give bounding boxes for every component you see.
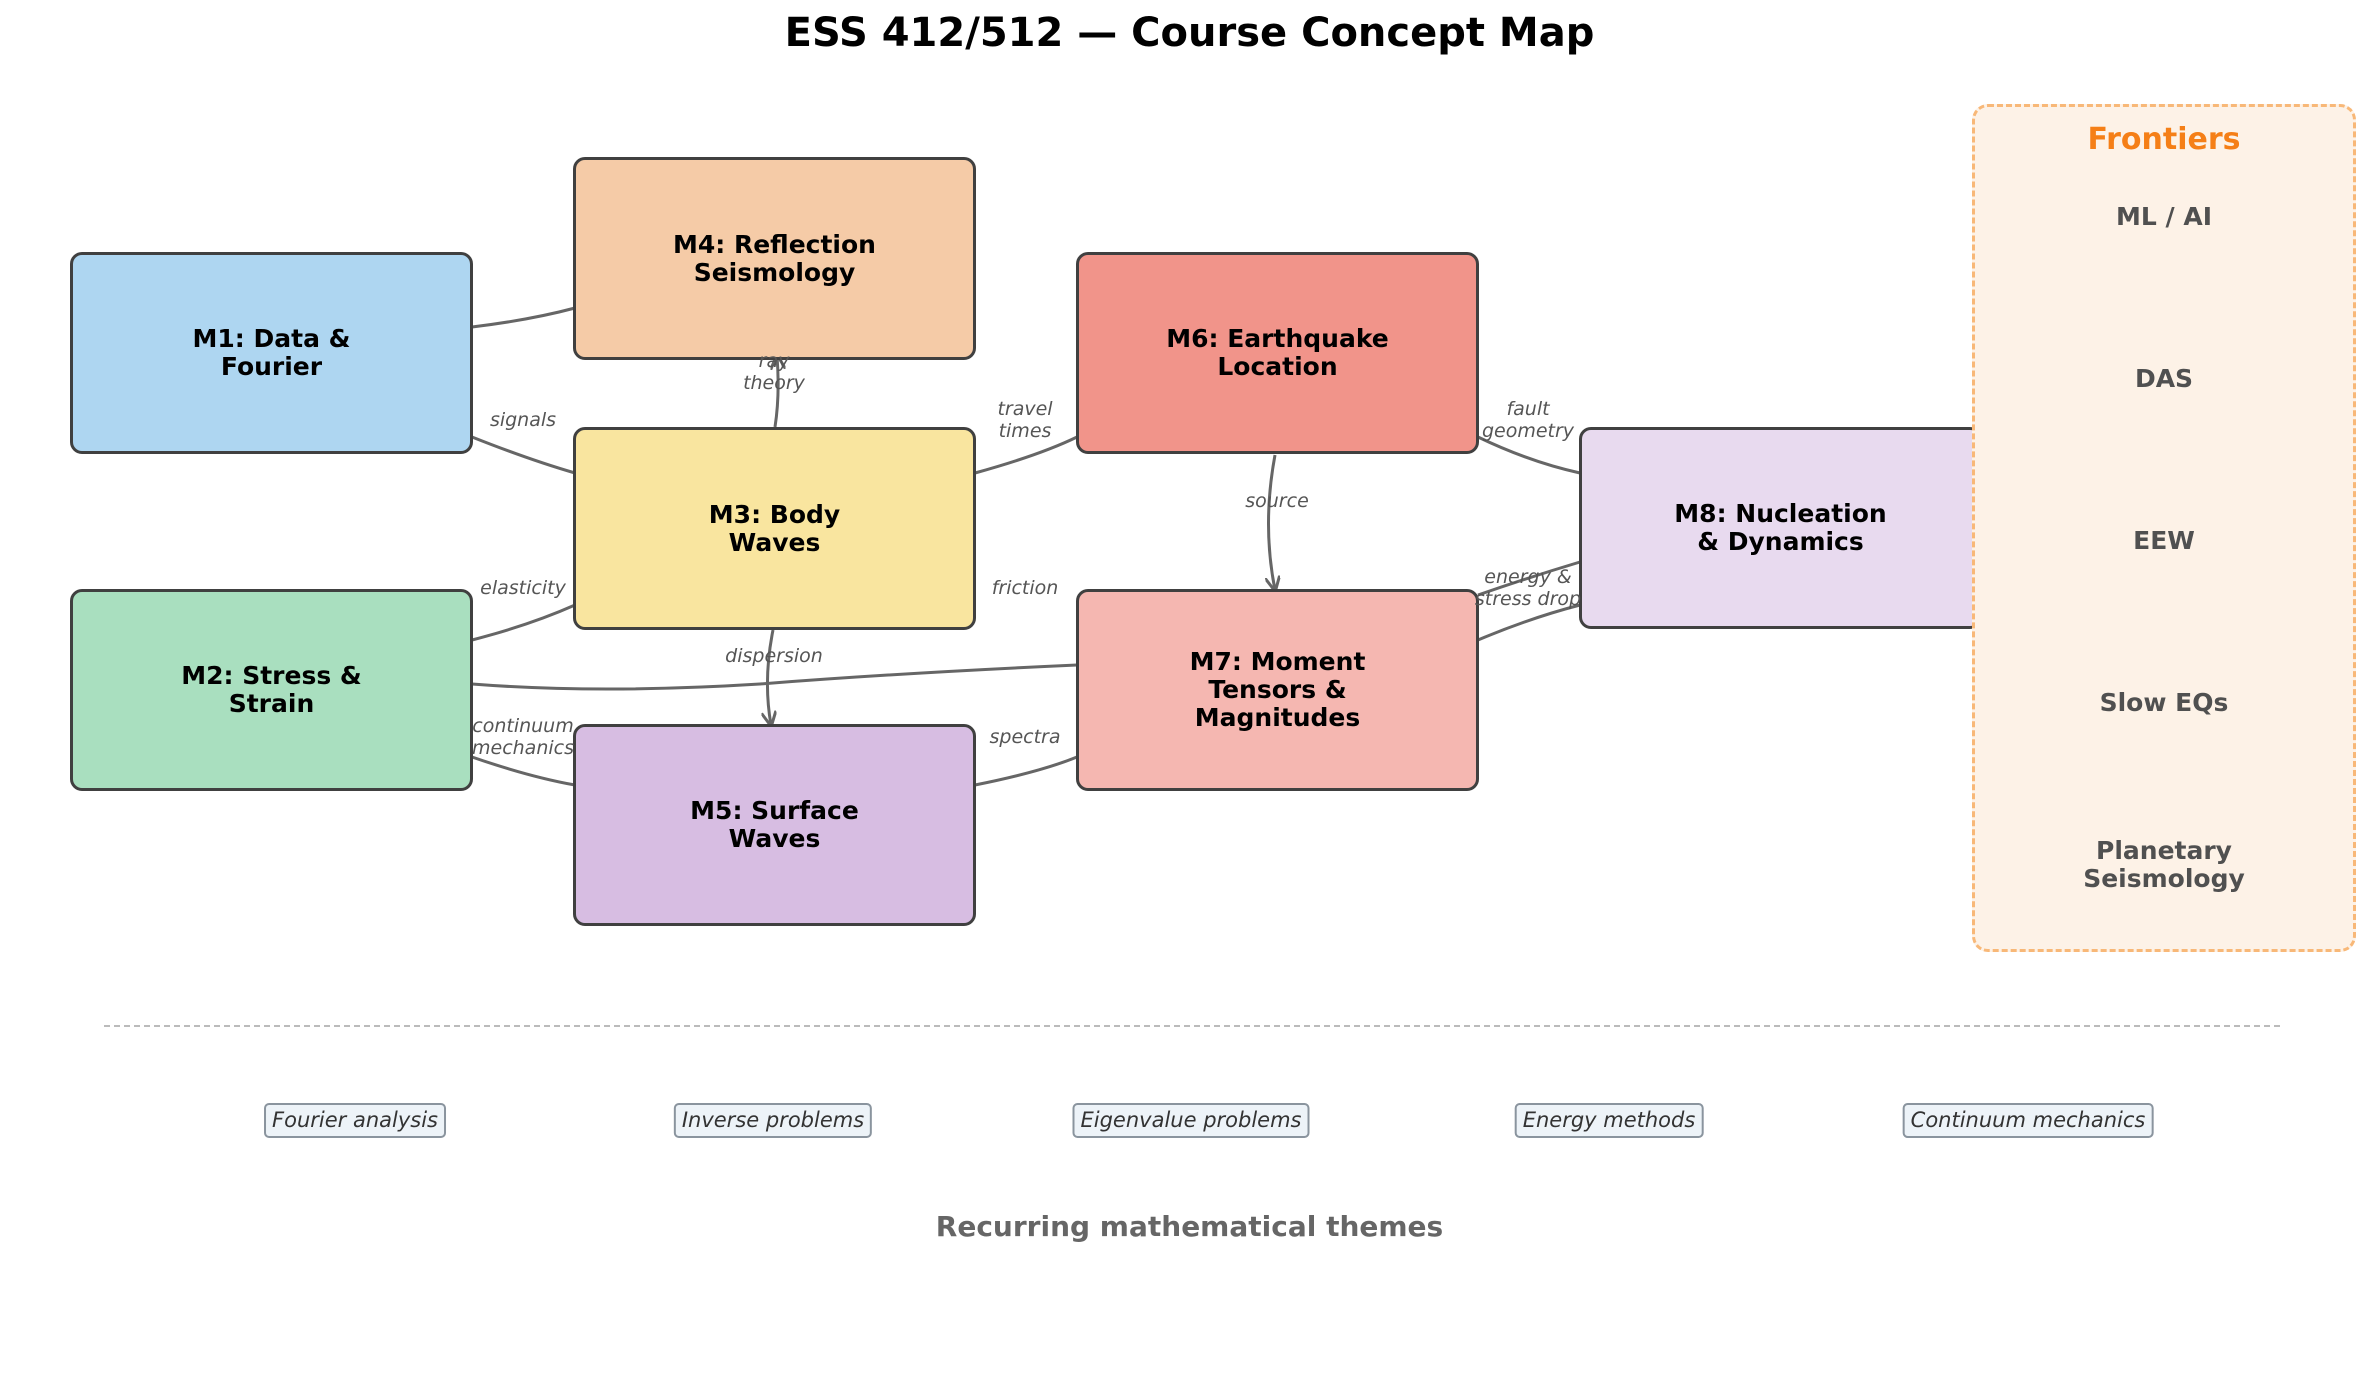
edge-label-elasticity: elasticity [480,577,566,599]
edge-label-signals: signals [489,409,557,431]
edge-label-source: source [1245,490,1309,512]
edge-label-dispersion: dispersion [725,645,823,667]
edge-label-spectra: spectra [989,726,1061,748]
edge-m3-m6 [974,435,1078,475]
theme-tag: Inverse problems [673,1103,873,1138]
frontier-item: Slow EQs [2099,688,2229,717]
edge-label-ray-theory: ray theory [743,350,805,394]
edge-m6-m8 [1477,435,1581,475]
edge-m5-m7 [974,755,1078,787]
themes-caption: Recurring mathematical themes [935,1210,1444,1243]
edge-m2-m5 [471,755,576,787]
frontiers-panel [1972,104,2356,952]
edge-label-friction: friction [991,577,1059,599]
theme-tag: Eigenvalue problems [1072,1103,1310,1138]
edge-m7-m8-a [1477,560,1581,597]
edge-m3-m4 [775,356,778,428]
edge-m2-m3 [471,603,576,642]
themes-divider [104,1025,2280,1027]
node-m7-moment-tensors: M7: Moment Tensors & Magnitudes [1076,589,1479,791]
frontier-item: EEW [2133,526,2195,555]
node-m8-nucleation-dynamics: M8: Nucleation & Dynamics [1579,427,1982,629]
node-m1-data-fourier: M1: Data & Fourier [70,252,473,454]
edge-m2-m7 [471,663,1078,691]
edge-label-fault-geometry: fault geometry [1481,398,1575,442]
edge-m1-m3 [471,435,576,475]
node-m3-body-waves: M3: Body Waves [573,427,976,630]
edge-m6-m7 [1269,454,1276,590]
theme-tag: Fourier analysis [264,1103,446,1138]
theme-tag: Energy methods [1514,1103,1704,1138]
edge-m3-m5 [767,629,773,725]
node-m4-reflection-seismology: M4: Reflection Seismology [573,157,976,360]
frontiers-title: Frontiers [2087,122,2241,157]
theme-tag: Continuum mechanics [1902,1103,2154,1138]
diagram-title: ESS 412/512 — Course Concept Map [784,10,1595,56]
frontier-item: ML / AI [2116,202,2212,231]
frontier-item: DAS [2134,364,2194,393]
node-m6-earthquake-location: M6: Earthquake Location [1076,252,1479,454]
node-m5-surface-waves: M5: Surface Waves [573,724,976,926]
edge-m7-m8-b [1477,603,1581,642]
edge-label-continuum-mechanics: continuum mechanics [472,715,574,759]
edge-label-energy-stress-drop: energy & stress drop [1474,566,1582,610]
frontier-item: Planetary Seismology [2083,836,2245,893]
edge-m1-m4 [471,306,576,329]
edge-label-travel-times: travel times [997,398,1053,442]
node-m2-stress-strain: M2: Stress & Strain [70,589,473,791]
